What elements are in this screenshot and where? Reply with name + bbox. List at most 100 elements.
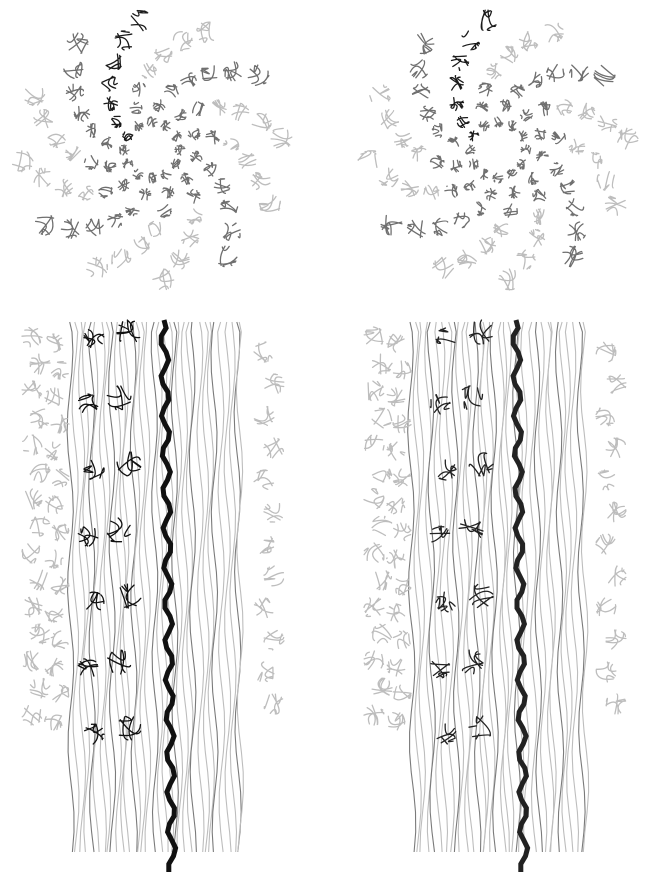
protein-domain [53,469,69,486]
protein-domain [387,550,405,568]
highlighted-domain [119,716,140,740]
protein-domain [255,598,273,617]
protein-domain [539,102,550,116]
protein-domain [264,566,284,586]
protein-domain [22,328,42,347]
protein-domain [445,184,458,197]
protein-domain [133,83,145,97]
protein-domain [557,100,572,115]
protein-domain [452,56,469,71]
protein-domain [149,222,161,237]
side-view-filament-right [356,312,641,880]
protein-domain [223,223,240,240]
protein-domain [104,97,117,111]
protein-domain [373,469,392,482]
protein-domain [365,435,384,450]
protein-domain [608,502,626,522]
protein-domain [596,662,616,682]
top-view-right-svg [352,4,644,296]
protein-domain [45,715,62,730]
protein-domain [265,374,284,393]
highlighted-domain [470,585,493,608]
side-view-filament-left [14,312,299,880]
protein-domain [450,76,463,90]
protein-domain [25,597,42,616]
protein-domain [30,409,48,428]
protein-domain [155,48,172,62]
protein-domain [495,117,503,127]
protein-domain [30,354,50,374]
protein-domain [560,180,574,194]
protein-domain [131,11,147,31]
protein-domain [206,131,219,144]
protein-domain [45,550,63,568]
helix-strand [501,322,509,852]
protein-domain [387,604,405,622]
protein-domain [130,102,142,113]
protein-domain [34,110,53,128]
protein-domain [457,116,469,127]
helix-strand [176,322,183,852]
protein-domain [364,543,384,562]
protein-domain [123,159,133,168]
protein-domain [535,129,546,140]
protein-domain [232,103,249,120]
protein-domain [120,145,129,155]
protein-domain [410,60,427,78]
protein-domain [201,66,217,80]
protein-domain [36,216,54,235]
protein-domain [204,163,216,176]
protein-domain [149,173,156,183]
protein-domain [46,496,63,513]
protein-domain [451,160,462,172]
protein-domain [480,238,496,254]
protein-domain [79,186,93,200]
protein-domain [86,124,95,138]
protein-domain [85,156,98,170]
protein-domain [181,173,193,184]
protein-domain [609,566,626,586]
protein-domain [479,83,492,96]
protein-domain [598,116,617,131]
protein-domain [51,631,68,648]
protein-domain [165,85,178,97]
protein-domain [469,131,479,141]
protein-domain [388,713,405,730]
protein-domain [45,388,63,405]
protein-domain [104,161,116,172]
protein-domain [51,415,69,433]
protein-domain [597,598,616,615]
protein-domain [45,442,60,460]
helix-strand [139,322,146,852]
protein-domain [254,470,273,489]
highlighted-domain [470,320,493,344]
protein-domain [52,524,68,540]
protein-domain [420,106,435,121]
protein-domain [224,62,242,81]
protein-domain [387,659,405,676]
helix-strand [189,322,196,852]
protein-domain [22,706,41,725]
protein-domain [476,102,488,111]
protein-domain [30,570,47,590]
protein-domain [254,407,274,426]
protein-domain [606,630,626,649]
protein-domain [517,160,525,169]
protein-domain [187,209,202,224]
protein-domain [552,132,565,144]
protein-domain [534,209,544,224]
protein-domain [123,132,133,141]
protein-domain [364,651,383,669]
protein-domain [133,169,143,179]
protein-domain [477,202,485,216]
protein-domain [106,54,121,69]
protein-domain [118,179,129,191]
protein-domain [412,146,426,161]
protein-domain [126,208,139,216]
protein-domain [30,679,50,698]
protein-domain [171,250,189,269]
protein-domain [175,109,186,120]
protein-domain [260,537,274,554]
protein-domain [470,159,479,169]
protein-domain [545,23,563,42]
